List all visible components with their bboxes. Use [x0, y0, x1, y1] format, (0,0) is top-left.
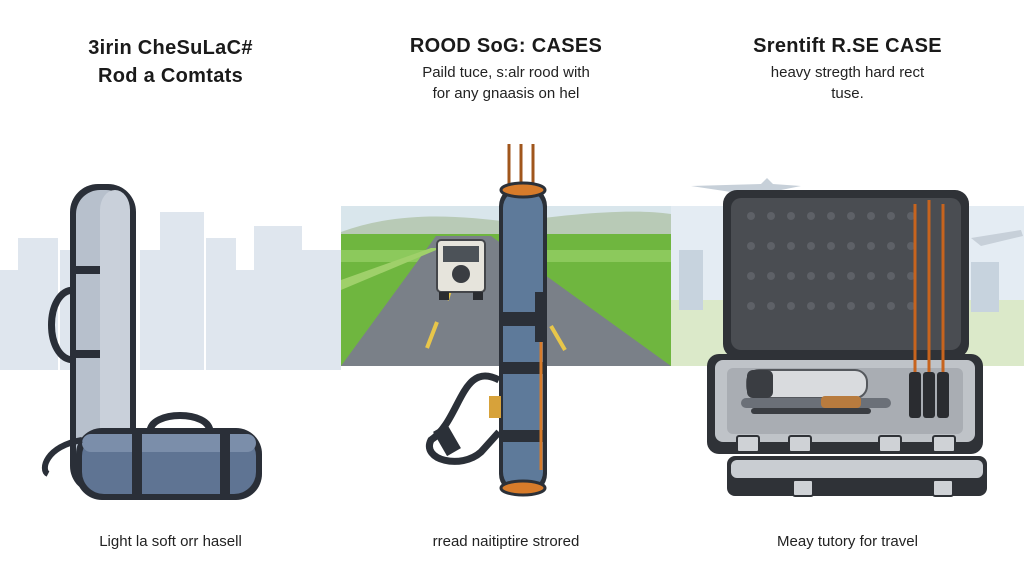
panel-tube-case: ROOD SoG: CASES Paild tuce, s:alr rood w… — [341, 0, 671, 585]
vehicle — [436, 239, 486, 300]
panel-hard-case: Srentift R.SE CASE heavy stregth hard re… — [671, 0, 1024, 585]
fishing-rods — [507, 144, 535, 188]
shoulder-strap — [425, 372, 502, 465]
panel-title-line1: 3irin CheSuLaC# — [88, 37, 253, 59]
airplane-icon — [691, 178, 801, 192]
panel-caption: Light la soft orr hasell — [99, 533, 242, 550]
panel-title: ROOD SoG: CASES — [409, 35, 603, 57]
tube-case-illustration — [341, 144, 671, 497]
panel-caption: rread naitiptire strored — [432, 533, 580, 550]
soft-case-illustration — [0, 184, 341, 500]
rods-in-case — [741, 200, 949, 418]
case-lid — [723, 190, 969, 358]
rod-tube — [499, 181, 547, 497]
airplane-icon — [971, 230, 1023, 246]
tall-soft-case — [48, 184, 136, 494]
panel-subtitle-line1: Paild tuce, s:alr rood with — [422, 64, 590, 81]
horizontal-soft-case — [41, 412, 262, 500]
hard-case-illustration — [671, 178, 1024, 497]
panel-title-line2: Rod a Comtats — [97, 65, 244, 87]
panel-soft-case: 3irin CheSuLaC# Rod a Comtats — [0, 0, 341, 585]
city-skyline — [0, 212, 341, 370]
panel-subtitle-line1: heavy stregth hard rect — [770, 64, 925, 81]
panel-subtitle-line2: tuse. — [831, 85, 864, 102]
panel-subtitle-line2: for any gnaasis on hel — [432, 85, 580, 102]
panel-caption: Meay tutory for travel — [777, 533, 918, 550]
panel-title: Srentift R.SE CASE — [753, 35, 942, 57]
